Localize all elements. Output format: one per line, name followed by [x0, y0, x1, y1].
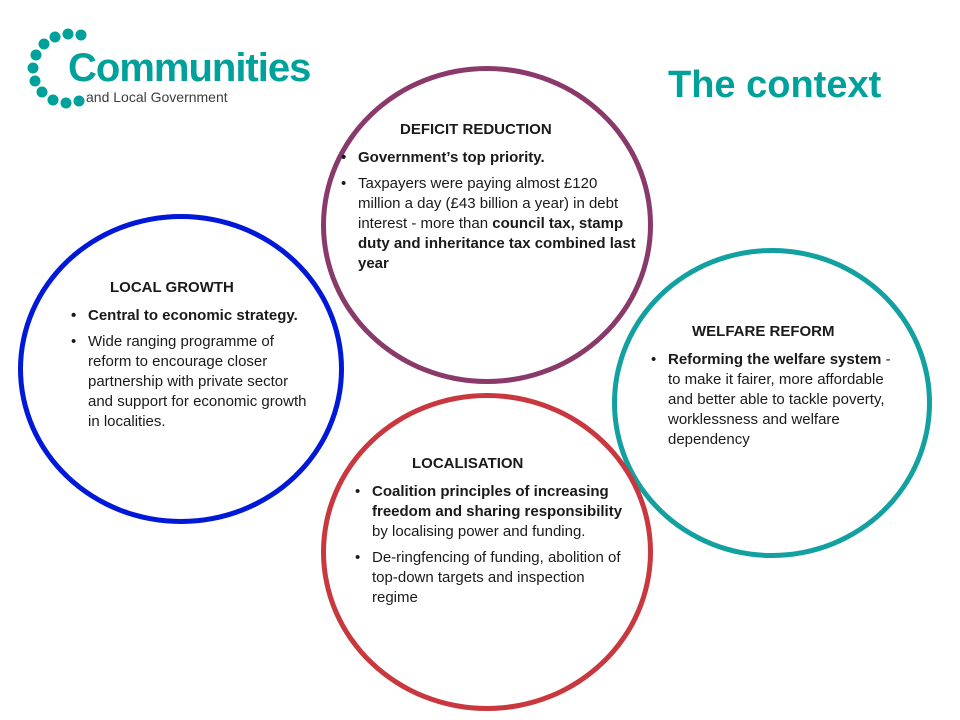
- welfare-bullet-1: Reforming the welfare system - to make i…: [650, 350, 900, 450]
- page-title: The context: [668, 64, 882, 106]
- deficit-heading: DEFICIT REDUCTION: [400, 121, 552, 138]
- welfare-bullet-1-emphasis: Reforming the welfare system: [668, 351, 882, 368]
- deficit-reduction-section: DEFICIT REDUCTION Government’s top prior…: [340, 121, 636, 280]
- growth-bullet-1: Central to economic strategy.: [70, 306, 314, 326]
- logo-subtitle: and Local Government: [86, 89, 228, 105]
- local-bullet-1-emphasis: Coalition principles of increasing freed…: [372, 483, 623, 520]
- growth-heading: LOCAL GROWTH: [110, 279, 234, 296]
- deficit-bullet-2-text: Taxpayers were paying almost £120 millio…: [358, 175, 619, 232]
- welfare-heading: WELFARE REFORM: [692, 323, 835, 340]
- growth-list: Central to economic strategy. Wide rangi…: [70, 306, 314, 432]
- local-growth-section: LOCAL GROWTH Central to economic strateg…: [70, 279, 314, 438]
- dots-logo-icon: [27, 28, 87, 109]
- local-bullet-1-text: by localising power and funding.: [372, 523, 586, 540]
- deficit-list: Government’s top priority. Taxpayers wer…: [340, 148, 636, 274]
- deficit-bullet-2-emphasis: council tax, stamp duty and inheritance …: [358, 215, 636, 272]
- local-heading: LOCALISATION: [412, 455, 524, 472]
- welfare-list: Reforming the welfare system - to make i…: [650, 350, 900, 450]
- welfare-reform-section: WELFARE REFORM Reforming the welfare sys…: [650, 323, 900, 456]
- growth-bullet-2: Wide ranging programme of reform to enco…: [70, 332, 314, 432]
- deficit-bullet-2: Taxpayers were paying almost £120 millio…: [340, 174, 636, 274]
- communities-logo: Communities and Local Government: [24, 26, 311, 116]
- local-bullet-1: Coalition principles of increasing freed…: [354, 482, 626, 542]
- localisation-section: LOCALISATION Coalition principles of inc…: [354, 455, 626, 614]
- logo-wordmark: Communities: [68, 46, 311, 90]
- welfare-bullet-1-text: - to make it fairer, more affordable and…: [668, 351, 891, 448]
- deficit-bullet-1: Government’s top priority.: [340, 148, 636, 168]
- local-list: Coalition principles of increasing freed…: [354, 482, 626, 608]
- local-bullet-2: De-ringfencing of funding, abolition of …: [354, 548, 626, 608]
